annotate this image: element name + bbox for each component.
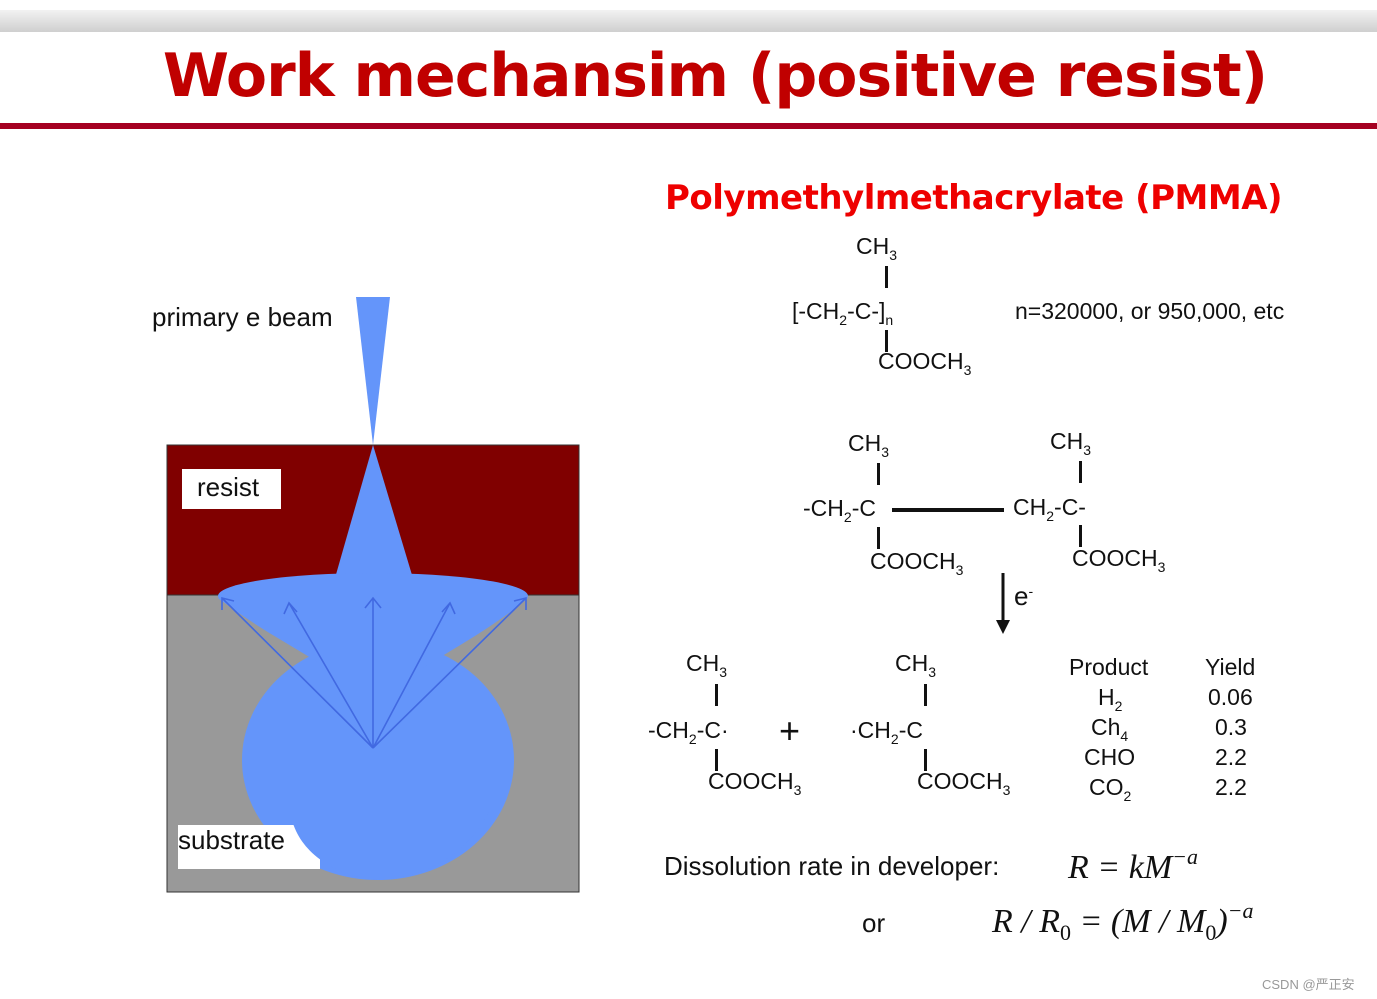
bond: [1079, 525, 1082, 547]
product-right-backbone: ·CH2-C: [850, 717, 923, 747]
subtitle: Polymethylmethacrylate (PMMA): [665, 178, 1283, 218]
bond: [715, 749, 718, 771]
beam-cone: [333, 445, 415, 585]
watermark: CSDN @严正安: [1262, 977, 1355, 992]
bond: [924, 684, 927, 706]
or-label: or: [862, 908, 886, 938]
primary-beam-label: primary e beam: [152, 302, 333, 332]
dissolution-label: Dissolution rate in developer:: [664, 851, 1000, 881]
table-header-product: Product: [1069, 654, 1149, 680]
beam-shape: [218, 297, 528, 880]
table-row-yield: 0.3: [1215, 714, 1247, 740]
table-row-yield: 2.2: [1215, 774, 1247, 800]
dissolution-equation-1: R = kM−a: [1068, 844, 1198, 886]
product-right-cooch3: COOCH3: [917, 768, 1011, 798]
monomer-cooch3: COOCH3: [878, 348, 972, 378]
bond: [877, 527, 880, 549]
slide-title: Work mechansim (positive resist): [162, 41, 1268, 111]
table-row-yield: 2.2: [1215, 744, 1247, 770]
table-row-product: H2: [1098, 684, 1123, 714]
table-row-product: CO2: [1089, 774, 1132, 804]
product-left-cooch3: COOCH3: [708, 768, 802, 798]
chain-right-cooch3: COOCH3: [1072, 545, 1166, 575]
primary-beam: [356, 297, 390, 445]
table-row-product: CHO: [1084, 744, 1136, 770]
chain-left-cooch3: COOCH3: [870, 548, 964, 578]
monomer-ch3-top: CH3: [856, 233, 898, 263]
table-header-yield: Yield: [1205, 654, 1256, 680]
title-rule: [0, 123, 1377, 129]
bond: [924, 749, 927, 771]
bond: [1079, 461, 1082, 483]
bond: [885, 266, 888, 288]
chain-bond: [892, 508, 1004, 512]
chain-left-backbone: -CH2-C: [803, 495, 876, 525]
chain-right-backbone: CH2-C-: [1013, 494, 1086, 524]
chain-left-ch3: CH3: [848, 430, 890, 460]
bond: [715, 684, 718, 706]
top-bar: [0, 10, 1377, 32]
product-left-backbone: -CH2-C·: [648, 717, 729, 747]
monomer-note: n=320000, or 950,000, etc: [1015, 298, 1285, 324]
resist-label: resist: [182, 469, 281, 509]
bond: [877, 463, 880, 485]
electron-label: e-: [1014, 581, 1034, 611]
table-row-product: Ch4: [1091, 714, 1129, 744]
monomer-backbone: [-CH2-C-]n: [792, 298, 894, 328]
chain-right-ch3: CH3: [1050, 428, 1092, 458]
table-row-yield: 0.06: [1208, 684, 1253, 710]
product-right-ch3: CH3: [895, 650, 937, 680]
dissolution-equation-2: R / R0 = (M / M0)−a: [992, 898, 1254, 945]
plus-sign: +: [779, 710, 801, 751]
bond: [885, 330, 888, 352]
substrate-label: substrate: [178, 825, 320, 869]
scatter-arrows: [221, 596, 527, 749]
product-left-ch3: CH3: [686, 650, 728, 680]
